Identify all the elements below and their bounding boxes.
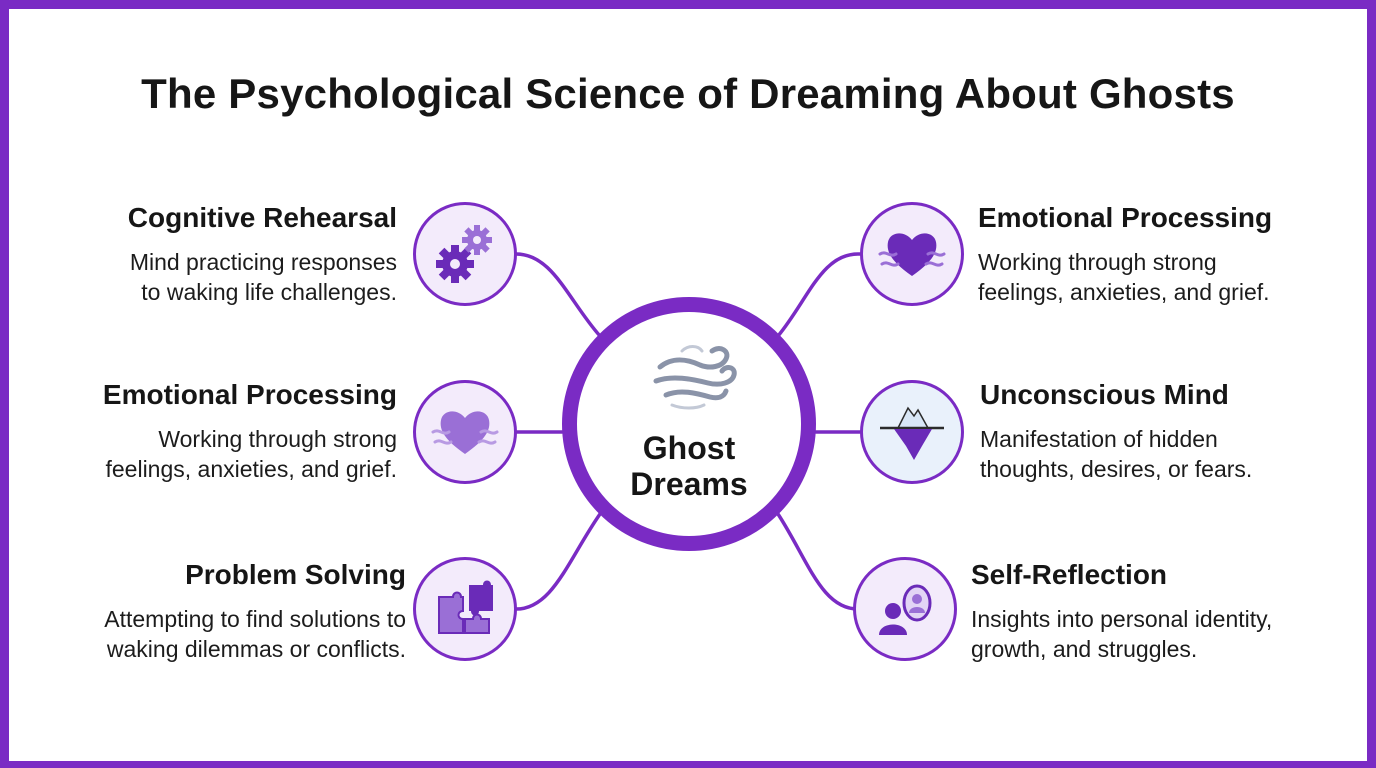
heart-icon [431,411,499,454]
branch-desc-line2: thoughts, desires, or fears. [980,456,1253,482]
branch-problem-solving: Problem Solving Attempting to find solut… [40,558,406,664]
branch-emotional-processing-right: Emotional Processing Working through str… [978,201,1338,307]
branch-desc-line2: waking dilemmas or conflicts. [106,636,406,662]
connector-left-bottom [512,512,602,611]
branch-title: Emotional Processing [978,202,1273,233]
branch-desc-line1: Manifestation of hidden [980,426,1218,452]
branch-desc-line1: Working through strong [978,249,1217,275]
branch-unconscious-mind: Unconscious Mind Manifestation of hidden… [980,378,1340,484]
mirror-person-icon [879,584,932,635]
hub-label-line1: Ghost [642,430,736,466]
branch-desc: Working through strong feelings, anxieti… [40,424,397,484]
branch-self-reflection: Self-Reflection Insights into personal i… [971,558,1341,664]
iceberg-icon [880,406,944,460]
gears-icon [436,225,492,283]
branch-title: Cognitive Rehearsal [127,202,397,233]
connector-left-top [512,252,602,338]
hub-ghost-dreams: Ghost Dreams [562,297,816,551]
node-self-reflection [853,557,957,661]
branch-desc-line2: feelings, anxieties, and grief. [978,279,1270,305]
hub-label: Ghost Dreams [577,430,801,502]
branch-title: Emotional Processing [102,379,397,410]
branch-desc-line1: Working through strong [158,426,397,452]
node-unconscious-mind [860,380,964,484]
connector-right-bottom [776,512,862,611]
branch-desc: Working through strong feelings, anxieti… [978,247,1338,307]
heart-icon [878,233,946,276]
branch-desc: Attempting to find solutions to waking d… [40,604,406,664]
branch-desc-line2: feelings, anxieties, and grief. [105,456,397,482]
page-title: The Psychological Science of Dreaming Ab… [141,70,1235,117]
branch-desc-line1: Mind practicing responses [129,249,397,275]
connector-right-top [776,252,862,338]
branch-title: Problem Solving [185,559,406,590]
branch-desc: Manifestation of hidden thoughts, desire… [980,424,1340,484]
node-emotional-processing-right [860,202,964,306]
branch-desc: Insights into personal identity, growth,… [971,604,1341,664]
branch-desc-line1: Insights into personal identity, [971,606,1273,632]
puzzle-icon [438,580,493,634]
hub-label-line2: Dreams [630,466,748,502]
node-cognitive-rehearsal [413,202,517,306]
branch-desc-line2: growth, and struggles. [971,636,1198,662]
branch-desc-line2: to waking life challenges. [141,279,397,305]
branch-cognitive-rehearsal: Cognitive Rehearsal Mind practicing resp… [40,201,397,307]
node-problem-solving [413,557,517,661]
branch-title: Unconscious Mind [980,379,1229,410]
branch-desc: Mind practicing responses to waking life… [40,247,397,307]
branch-emotional-processing-left: Emotional Processing Working through str… [40,378,397,484]
swirling-mist-icon [653,345,737,410]
branch-desc-line1: Attempting to find solutions to [104,606,406,632]
branch-title: Self-Reflection [971,559,1168,590]
node-emotional-processing-left [413,380,517,484]
